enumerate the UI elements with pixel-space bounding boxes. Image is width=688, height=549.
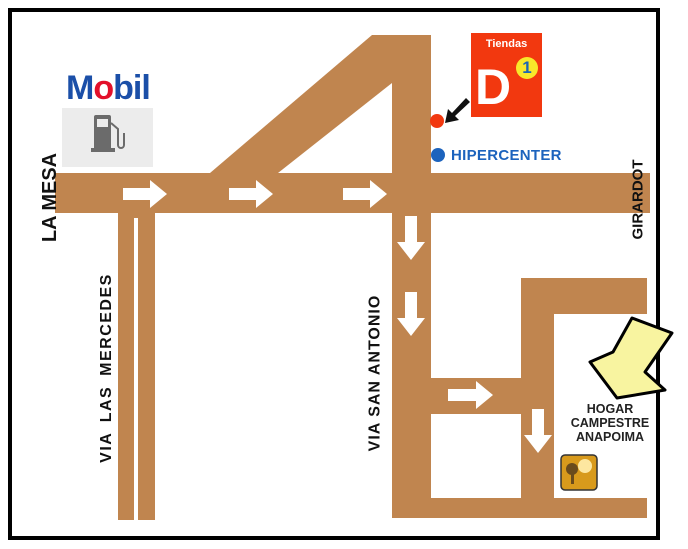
mobil-logo: Mobil (66, 69, 151, 107)
destination-label: HOGAR CAMPESTRE ANAPOIMA (560, 402, 660, 444)
d1-location-marker (430, 114, 444, 128)
road-label-via-las-mercedes: VIA LAS MERCEDES (97, 273, 115, 463)
d1-logo-number: 1 (516, 57, 538, 79)
road-inner-vertical (521, 278, 554, 500)
road-bottom (392, 498, 647, 518)
destination-label-line2: CAMPESTRE (570, 416, 650, 430)
d1-logo-letter: D (475, 59, 512, 115)
arrow-right-icon (123, 180, 167, 208)
destination-photo-icon (560, 454, 598, 491)
arrow-down-icon (397, 216, 425, 260)
hipercenter-marker (431, 148, 445, 162)
road-label-girardot: GIRARDOT (629, 159, 647, 240)
road-top-right (521, 278, 647, 314)
hipercenter-label: HIPERCENTER (451, 147, 562, 164)
lane-divider (134, 218, 138, 520)
road-label-la-mesa: LA MESA (39, 152, 62, 243)
arrow-right-icon (229, 180, 273, 208)
map-frame (8, 8, 660, 540)
road-label-via-san-antonio: VIA SAN ANTONIO (366, 294, 384, 452)
destination-label-line1: HOGAR (586, 402, 634, 416)
gas-pump-icon (91, 115, 125, 152)
arrow-right-icon (448, 381, 493, 409)
destination-label-line3: ANAPOIMA (575, 430, 645, 444)
destination-arrow-icon (588, 316, 674, 400)
road-via-san-antonio (392, 35, 431, 518)
pointer-arrow-icon (445, 98, 470, 123)
road-diagonal (210, 35, 392, 173)
arrow-down-icon (397, 292, 425, 336)
d1-logo-top-text: Tiendas (485, 38, 528, 50)
arrow-down-icon (524, 409, 552, 453)
direction-arrows (123, 180, 552, 453)
tiendas-d1-logo: Tiendas D 1 (471, 33, 542, 117)
arrow-right-icon (343, 180, 387, 208)
